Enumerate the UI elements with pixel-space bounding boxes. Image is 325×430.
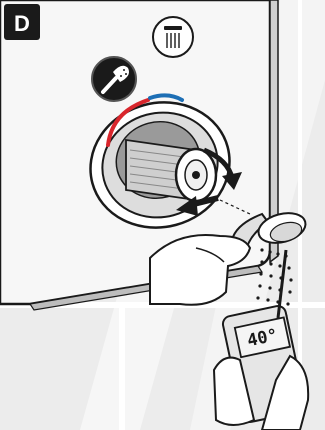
thermostat-cartridge[interactable] [126,140,216,201]
step-badge: D [4,4,40,40]
hand-shower-button[interactable] [92,57,136,101]
overhead-shower-button[interactable] [153,17,193,57]
step-label: D [14,11,30,36]
